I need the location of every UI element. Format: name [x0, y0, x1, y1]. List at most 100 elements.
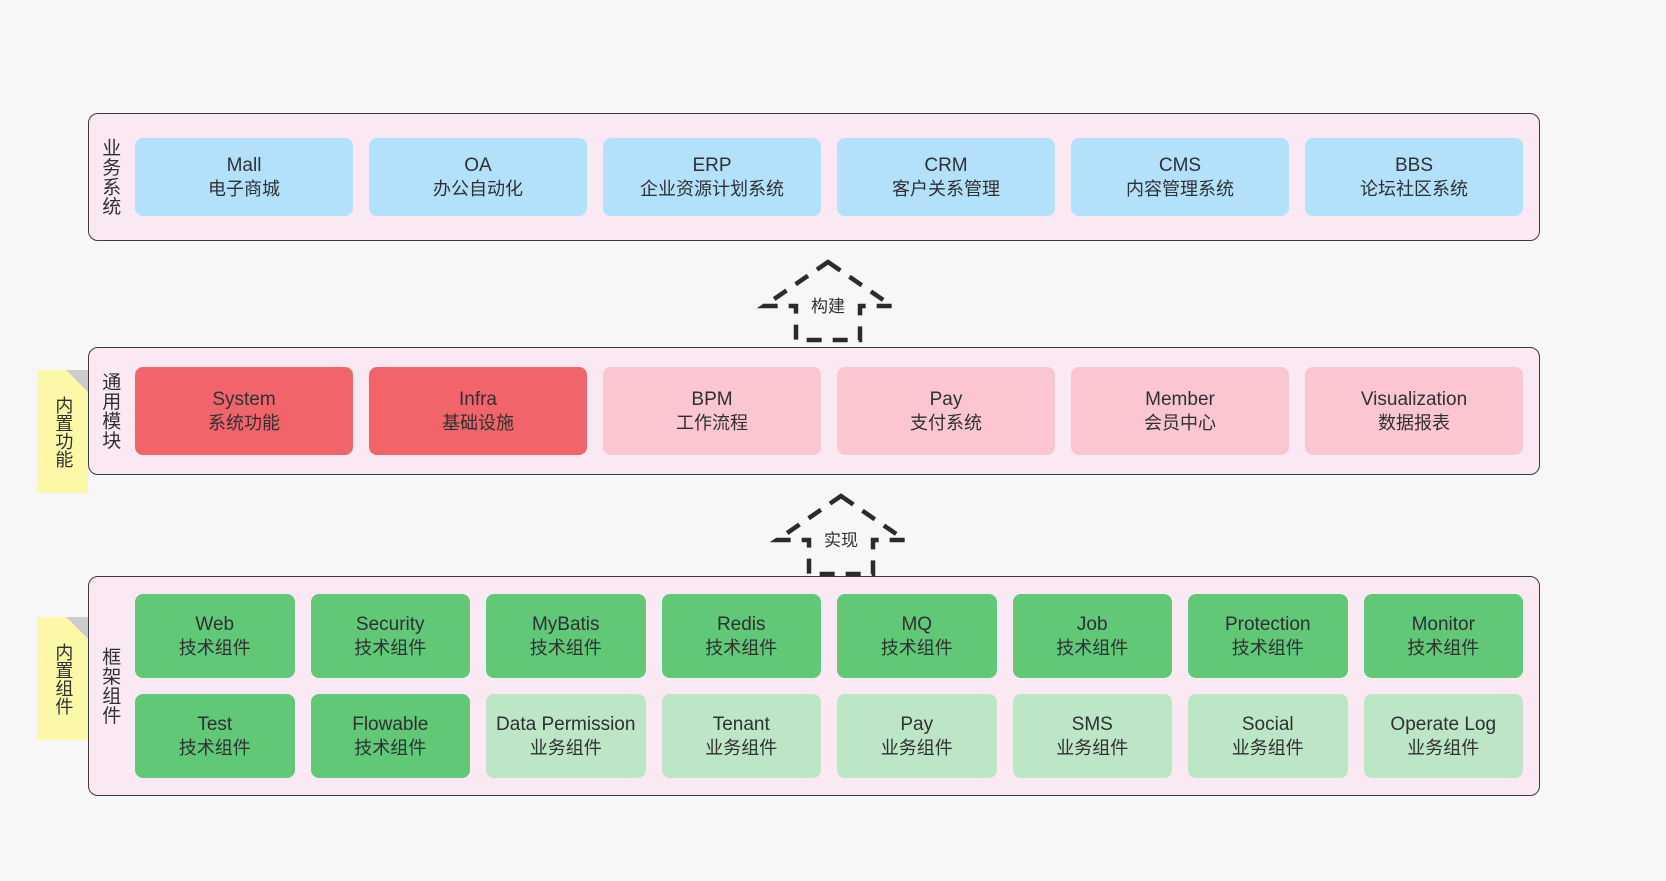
- card-title-cn: 支付系统: [910, 412, 982, 433]
- card-title-cn: 业务组件: [705, 737, 778, 758]
- card-title-en: Tenant: [712, 713, 770, 735]
- card-title-en: CMS: [1158, 154, 1202, 176]
- card-system[interactable]: System 系统功能: [135, 367, 353, 455]
- card-job[interactable]: Job 技术组件: [1012, 594, 1172, 678]
- card-title-en: Operate Log: [1390, 713, 1497, 735]
- card-title-en: Test: [197, 713, 233, 735]
- card-title-cn: 业务组件: [880, 737, 953, 758]
- card-title-en: Protection: [1224, 613, 1311, 635]
- card-title-en: Member: [1145, 388, 1215, 410]
- card-title-cn: 技术组件: [705, 637, 778, 658]
- connector-label-implement: 实现: [821, 526, 861, 551]
- card-title-en: ERP: [692, 154, 732, 176]
- card-web[interactable]: Web 技术组件: [135, 594, 295, 678]
- sticky-note-label: 内置功能: [53, 395, 74, 468]
- card-title-cn: 内容管理系统: [1126, 178, 1234, 199]
- layer-body-framework-component: Web 技术组件 Security 技术组件 MyBatis 技术组件 Redi…: [129, 577, 1539, 795]
- card-title-en: SMS: [1071, 713, 1113, 735]
- card-title-en: BPM: [691, 388, 733, 410]
- card-title-cn: 业务组件: [529, 737, 602, 758]
- card-visualization[interactable]: Visualization 数据报表: [1305, 367, 1523, 455]
- card-row: Web 技术组件 Security 技术组件 MyBatis 技术组件 Redi…: [135, 594, 1523, 678]
- card-mq[interactable]: MQ 技术组件: [837, 594, 997, 678]
- card-title-en: Pay: [929, 388, 963, 410]
- card-title-cn: 技术组件: [529, 637, 602, 658]
- layer-body-common-module: System 系统功能 Infra 基础设施 BPM 工作流程 Pay 支付系统…: [129, 348, 1539, 474]
- card-mybatis[interactable]: MyBatis 技术组件: [486, 594, 646, 678]
- layer-title-business-system: 业务系统: [99, 138, 121, 216]
- card-title-cn: 论坛社区系统: [1360, 178, 1468, 199]
- card-title-cn: 客户关系管理: [892, 178, 1000, 199]
- card-crm[interactable]: CRM 客户关系管理: [837, 138, 1055, 216]
- connector-label-build: 构建: [808, 292, 848, 317]
- implement-arrow-icon: [769, 493, 913, 577]
- card-title-en: Flowable: [352, 713, 429, 735]
- card-title-cn: 会员中心: [1144, 412, 1216, 433]
- build-arrow-icon: [756, 259, 900, 343]
- card-title-en: Web: [195, 613, 235, 635]
- card-title-cn: 数据报表: [1378, 412, 1450, 433]
- card-title-en: Job: [1076, 613, 1108, 635]
- card-title-en: MyBatis: [531, 613, 600, 635]
- card-sms[interactable]: SMS 业务组件: [1012, 694, 1172, 778]
- card-title-en: OA: [464, 154, 492, 176]
- card-title-en: Infra: [458, 388, 498, 410]
- card-erp[interactable]: ERP 企业资源计划系统: [603, 138, 821, 216]
- card-title-cn: 技术组件: [178, 737, 251, 758]
- sticky-note-builtin-component: 内置组件: [37, 617, 88, 740]
- layer-body-business-system: Mall 电子商城 OA 办公自动化 ERP 企业资源计划系统 CRM 客户关系…: [129, 114, 1539, 240]
- card-member[interactable]: Member 会员中心: [1071, 367, 1289, 455]
- card-title-en: Social: [1241, 713, 1294, 735]
- card-social[interactable]: Social 业务组件: [1188, 694, 1348, 778]
- card-row: System 系统功能 Infra 基础设施 BPM 工作流程 Pay 支付系统…: [135, 367, 1523, 455]
- card-security[interactable]: Security 技术组件: [310, 594, 470, 678]
- layer-framework-component: 框架组件 Web 技术组件 Security 技术组件 MyBatis 技术组件…: [88, 576, 1540, 796]
- card-bbs[interactable]: BBS 论坛社区系统: [1305, 138, 1523, 216]
- card-title-en: Pay: [900, 713, 934, 735]
- card-infra[interactable]: Infra 基础设施: [369, 367, 587, 455]
- card-title-cn: 电子商城: [208, 178, 280, 199]
- card-title-en: System: [212, 388, 276, 410]
- sticky-note-label: 内置组件: [53, 642, 74, 715]
- card-row: Mall 电子商城 OA 办公自动化 ERP 企业资源计划系统 CRM 客户关系…: [135, 138, 1523, 216]
- card-title-en: Mall: [226, 154, 262, 176]
- card-tenant[interactable]: Tenant 业务组件: [661, 694, 821, 778]
- card-title-en: Visualization: [1360, 388, 1468, 410]
- card-title-en: CRM: [924, 154, 968, 176]
- card-row: Test 技术组件 Flowable 技术组件 Data Permission …: [135, 694, 1523, 778]
- card-title-en: Data Permission: [496, 713, 636, 735]
- sticky-note-builtin-function: 内置功能: [37, 370, 88, 493]
- layer-title-common-module: 通用模块: [99, 372, 121, 450]
- card-test[interactable]: Test 技术组件: [135, 694, 295, 778]
- card-title-cn: 技术组件: [178, 637, 251, 658]
- card-title-cn: 技术组件: [1056, 637, 1129, 658]
- card-oa[interactable]: OA 办公自动化: [369, 138, 587, 216]
- layer-title-framework-component: 框架组件: [99, 647, 121, 725]
- card-flowable[interactable]: Flowable 技术组件: [310, 694, 470, 778]
- card-title-en: Security: [355, 613, 425, 635]
- folded-corner-icon: [66, 617, 88, 639]
- card-protection[interactable]: Protection 技术组件: [1188, 594, 1348, 678]
- card-redis[interactable]: Redis 技术组件: [661, 594, 821, 678]
- card-title-cn: 业务组件: [1407, 737, 1480, 758]
- card-title-cn: 技术组件: [1231, 637, 1304, 658]
- card-title-en: MQ: [901, 613, 933, 635]
- card-monitor[interactable]: Monitor 技术组件: [1363, 594, 1523, 678]
- card-title-en: Monitor: [1411, 613, 1475, 635]
- card-title-cn: 办公自动化: [433, 178, 523, 199]
- card-mall[interactable]: Mall 电子商城: [135, 138, 353, 216]
- card-title-en: BBS: [1394, 154, 1434, 176]
- card-title-cn: 基础设施: [442, 412, 514, 433]
- card-title-cn: 技术组件: [354, 637, 427, 658]
- card-operate-log[interactable]: Operate Log 业务组件: [1363, 694, 1523, 778]
- card-pay-business[interactable]: Pay 业务组件: [837, 694, 997, 778]
- card-pay[interactable]: Pay 支付系统: [837, 367, 1055, 455]
- card-title-cn: 技术组件: [1407, 637, 1480, 658]
- card-data-permission[interactable]: Data Permission 业务组件: [486, 694, 646, 778]
- layer-business-system: 业务系统 Mall 电子商城 OA 办公自动化 ERP 企业资源计划系统 CRM…: [88, 113, 1540, 241]
- card-bpm[interactable]: BPM 工作流程: [603, 367, 821, 455]
- card-title-cn: 工作流程: [676, 412, 748, 433]
- card-cms[interactable]: CMS 内容管理系统: [1071, 138, 1289, 216]
- card-title-cn: 企业资源计划系统: [640, 178, 784, 199]
